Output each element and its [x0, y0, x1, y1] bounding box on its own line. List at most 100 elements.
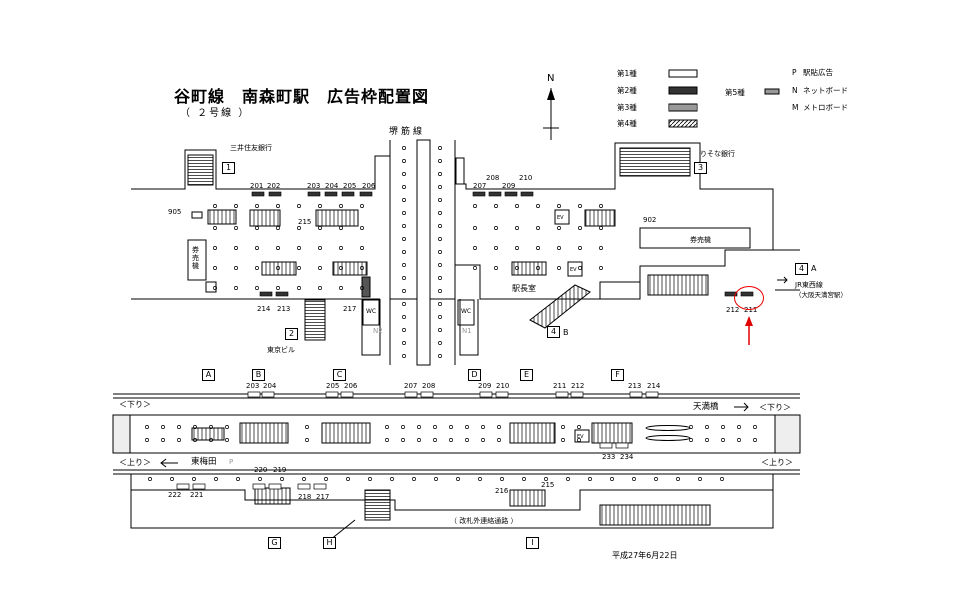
- legend-m-desc: メトロボード: [803, 103, 848, 112]
- p-ad-215: 215: [541, 481, 555, 489]
- pillar-dot: [385, 425, 389, 429]
- ad-214: 214: [257, 305, 271, 313]
- pillar-dot: [276, 226, 280, 230]
- pillar-dot: [213, 286, 217, 290]
- pillar-dot: [318, 226, 322, 230]
- pillar-dot: [161, 438, 165, 442]
- pillar-dot: [255, 246, 259, 250]
- pillar-dot: [515, 226, 519, 230]
- pillar-dot: [588, 477, 592, 481]
- platform-p-label: P: [229, 458, 234, 466]
- pillar-dot: [497, 425, 501, 429]
- pillar-dot: [438, 315, 442, 319]
- legend-type3: 第3種: [617, 103, 637, 112]
- pillar-dot: [438, 172, 442, 176]
- pillar-dot: [494, 226, 498, 230]
- pillar-dot: [318, 266, 322, 270]
- pillar-dot: [753, 425, 757, 429]
- bank-resona-label: りそな銀行: [700, 150, 735, 158]
- pillar-dot: [234, 204, 238, 208]
- pillar-dot: [753, 438, 757, 442]
- direction-up-right: ＜上り＞: [761, 458, 793, 467]
- platform-letter-d: D: [468, 369, 481, 381]
- ad-207: 207: [473, 182, 487, 190]
- pillar-dot: [494, 246, 498, 250]
- pillar-dot: [402, 315, 406, 319]
- p-ad-208: 208: [422, 382, 436, 390]
- pillar-dot: [276, 266, 280, 270]
- pillar-dot: [209, 425, 213, 429]
- platform-stairs: [191, 422, 711, 541]
- pillar-dot: [698, 477, 702, 481]
- pillar-dot: [255, 266, 259, 270]
- pillar-dot: [339, 204, 343, 208]
- pillar-dot: [368, 477, 372, 481]
- pillar-dot: [705, 438, 709, 442]
- pillar-dot: [402, 289, 406, 293]
- pillar-dot: [536, 266, 540, 270]
- pillar-dot: [473, 266, 477, 270]
- pillar-dot: [599, 204, 603, 208]
- pillar-dot: [578, 204, 582, 208]
- pillar-dot: [689, 425, 693, 429]
- pillar-dot: [721, 425, 725, 429]
- pillar-dot: [478, 477, 482, 481]
- platform-letter-a: A: [202, 369, 215, 381]
- ad-211: 211: [744, 306, 758, 314]
- pillar-dot: [536, 246, 540, 250]
- pillar-dot: [578, 226, 582, 230]
- pillar-dot: [515, 246, 519, 250]
- pillar-dot: [402, 237, 406, 241]
- p-ad-207: 207: [404, 382, 418, 390]
- pillar-dot: [213, 204, 217, 208]
- pillar-dot: [234, 266, 238, 270]
- pillar-dot: [599, 266, 603, 270]
- pillar-dot: [402, 328, 406, 332]
- pillar-dot: [557, 246, 561, 250]
- ad-208: 208: [486, 174, 500, 182]
- pillar-dot: [544, 477, 548, 481]
- pillar-dot: [577, 425, 581, 429]
- legend-type5: 第5種: [725, 88, 745, 97]
- pillar-dot: [302, 477, 306, 481]
- p-ad-214: 214: [647, 382, 661, 390]
- pillar-dot: [557, 204, 561, 208]
- concourse-rooms: [187, 209, 751, 326]
- sakaisuji-line-corridor: [389, 139, 456, 366]
- pillar-dot: [255, 204, 259, 208]
- pillar-dot: [401, 438, 405, 442]
- pillar-dot: [148, 477, 152, 481]
- pillar-dot: [170, 477, 174, 481]
- ad-902-label: 902: [643, 216, 657, 224]
- north-label: N: [547, 73, 555, 84]
- pillar-dot: [401, 425, 405, 429]
- legend-p: P: [792, 68, 797, 77]
- pillar-dot: [258, 477, 262, 481]
- pillar-dot: [280, 477, 284, 481]
- p-ad-216: 216: [495, 487, 509, 495]
- pillar-dot: [213, 226, 217, 230]
- pillar-dot: [522, 477, 526, 481]
- platform-pillar-dots: [145, 425, 757, 481]
- pillar-dot: [402, 341, 406, 345]
- p-ad-209: 209: [478, 382, 492, 390]
- pillar-dot: [497, 438, 501, 442]
- pillar-dot: [433, 438, 437, 442]
- pillar-dot: [599, 246, 603, 250]
- pillar-dot: [385, 438, 389, 442]
- p-ad-221: 221: [190, 491, 204, 499]
- ad-203: 203: [307, 182, 321, 190]
- platform-ad-boards: [176, 391, 659, 490]
- pillar-dot: [515, 204, 519, 208]
- p-ad-211: 211: [553, 382, 567, 390]
- pillar-dot: [276, 286, 280, 290]
- p-ad-203: 203: [246, 382, 260, 390]
- pillar-dot: [438, 289, 442, 293]
- pillar-dot: [438, 146, 442, 150]
- pillar-dot: [438, 185, 442, 189]
- exit-2-label: 2: [285, 328, 298, 340]
- pillar-dot: [438, 263, 442, 267]
- pillar-dot: [449, 438, 453, 442]
- pillar-dot: [324, 477, 328, 481]
